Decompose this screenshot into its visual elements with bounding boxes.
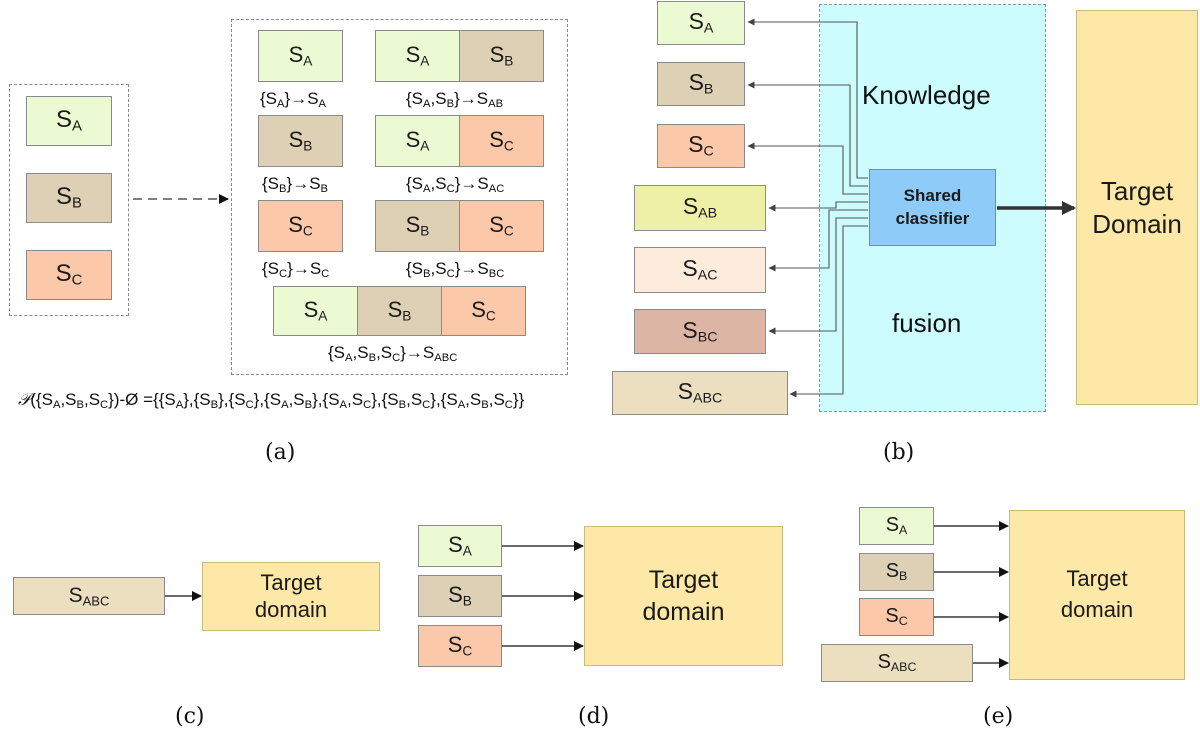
panel-e-source-sc: SC <box>859 598 934 636</box>
subset-ac-cell-c: SC <box>459 115 544 167</box>
panel-b-source-sc: SC <box>657 124 745 168</box>
panel-a-sources-group <box>9 84 129 316</box>
subset-b-mapping: {SB}→SB <box>262 174 329 195</box>
panel-b-source-sb: SB <box>657 62 745 106</box>
b-link-abc <box>789 225 868 398</box>
subset-abc-mapping: {SA,SB,SC}→SABC <box>328 343 458 364</box>
panel-b-source-sa: SA <box>657 1 745 45</box>
panel-b-target-domain: Target Domain <box>1076 10 1198 405</box>
caption-b: (b) <box>883 440 915 465</box>
b-link-ab <box>768 201 868 212</box>
panel-b-source-sac: SAC <box>634 247 766 293</box>
b-link-bc <box>768 217 868 335</box>
subset-c-mapping: {SC}→SC <box>262 259 330 280</box>
subset-ab-mapping: {SA,SB}→SAB <box>406 89 504 110</box>
target-d-line1: Target <box>648 565 719 594</box>
target-b-line1: Target <box>1100 176 1174 206</box>
classifier-line2: classifier <box>895 208 970 228</box>
panel-d-source-sb: SB <box>418 575 502 617</box>
subset-bc-cell-b: SB <box>375 200 460 252</box>
panel-b-source-sab: SAB <box>634 185 766 231</box>
target-e-line1: Target <box>1066 566 1128 592</box>
subset-a-mapping: {SA}→SA <box>260 89 327 110</box>
panel-d-source-sc: SC <box>418 625 502 667</box>
subset-c-cell: SC <box>258 200 343 252</box>
subset-abc-cell-a: SA <box>273 286 358 336</box>
target-b-line2: Domain <box>1092 208 1182 239</box>
target-c-line1: Target <box>260 570 322 596</box>
panel-a-source-sc: SC <box>26 250 112 300</box>
panel-d-target-domain: Target domain <box>584 526 783 666</box>
target-d-line2: domain <box>642 598 725 626</box>
panel-d-source-sa: SA <box>418 525 502 567</box>
panel-c-source-sabc: SABC <box>13 577 165 615</box>
b-link-ac <box>768 209 868 272</box>
caption-e: (e) <box>983 704 1014 729</box>
panel-e-source-sabc: SABC <box>821 644 973 682</box>
caption-a: (a) <box>265 440 296 465</box>
target-c-line2: domain <box>254 596 328 622</box>
knowledge-label: Knowledge <box>862 80 991 110</box>
panel-e-target-domain: Target domain <box>1009 510 1185 680</box>
subset-ac-mapping: {SA,SC}→SAC <box>406 174 505 195</box>
power-set-formula: 𝒫({SA,SB,SC})-Ø ={{SA},{SB},{SC},{SA,SB}… <box>18 390 525 411</box>
subset-ab-cell-a: SA <box>375 30 460 82</box>
panel-b-source-sbc: SBC <box>634 309 766 354</box>
subset-abc-cell-c: SC <box>441 286 526 336</box>
caption-d: (d) <box>578 704 610 729</box>
panel-e-source-sa: SA <box>859 507 934 545</box>
b-link-c <box>747 142 868 195</box>
subset-ab-cell-b: SB <box>459 30 544 82</box>
b-link-a <box>747 18 868 179</box>
caption-c: (c) <box>175 704 205 729</box>
panel-b-source-sabc: SABC <box>612 371 788 415</box>
fusion-label: fusion <box>892 308 962 338</box>
subset-bc-cell-c: SC <box>459 200 544 252</box>
panel-a-source-sa: SA <box>26 96 112 146</box>
subset-b-cell: SB <box>258 115 343 167</box>
panel-e-source-sb: SB <box>859 553 934 591</box>
b-link-b <box>747 81 868 187</box>
panel-c-target-domain: Target domain <box>202 562 380 631</box>
panel-a-source-sb: SB <box>26 173 112 223</box>
subset-bc-mapping: {SB,SC}→SBC <box>406 259 505 280</box>
panel-a-subsets-group <box>231 19 568 375</box>
subset-a-cell: SA <box>258 30 343 82</box>
classifier-line1: Shared <box>903 186 962 206</box>
shared-classifier: Shared classifier <box>869 169 996 246</box>
subset-ac-cell-a: SA <box>375 115 460 167</box>
target-e-line2: domain <box>1060 597 1134 622</box>
